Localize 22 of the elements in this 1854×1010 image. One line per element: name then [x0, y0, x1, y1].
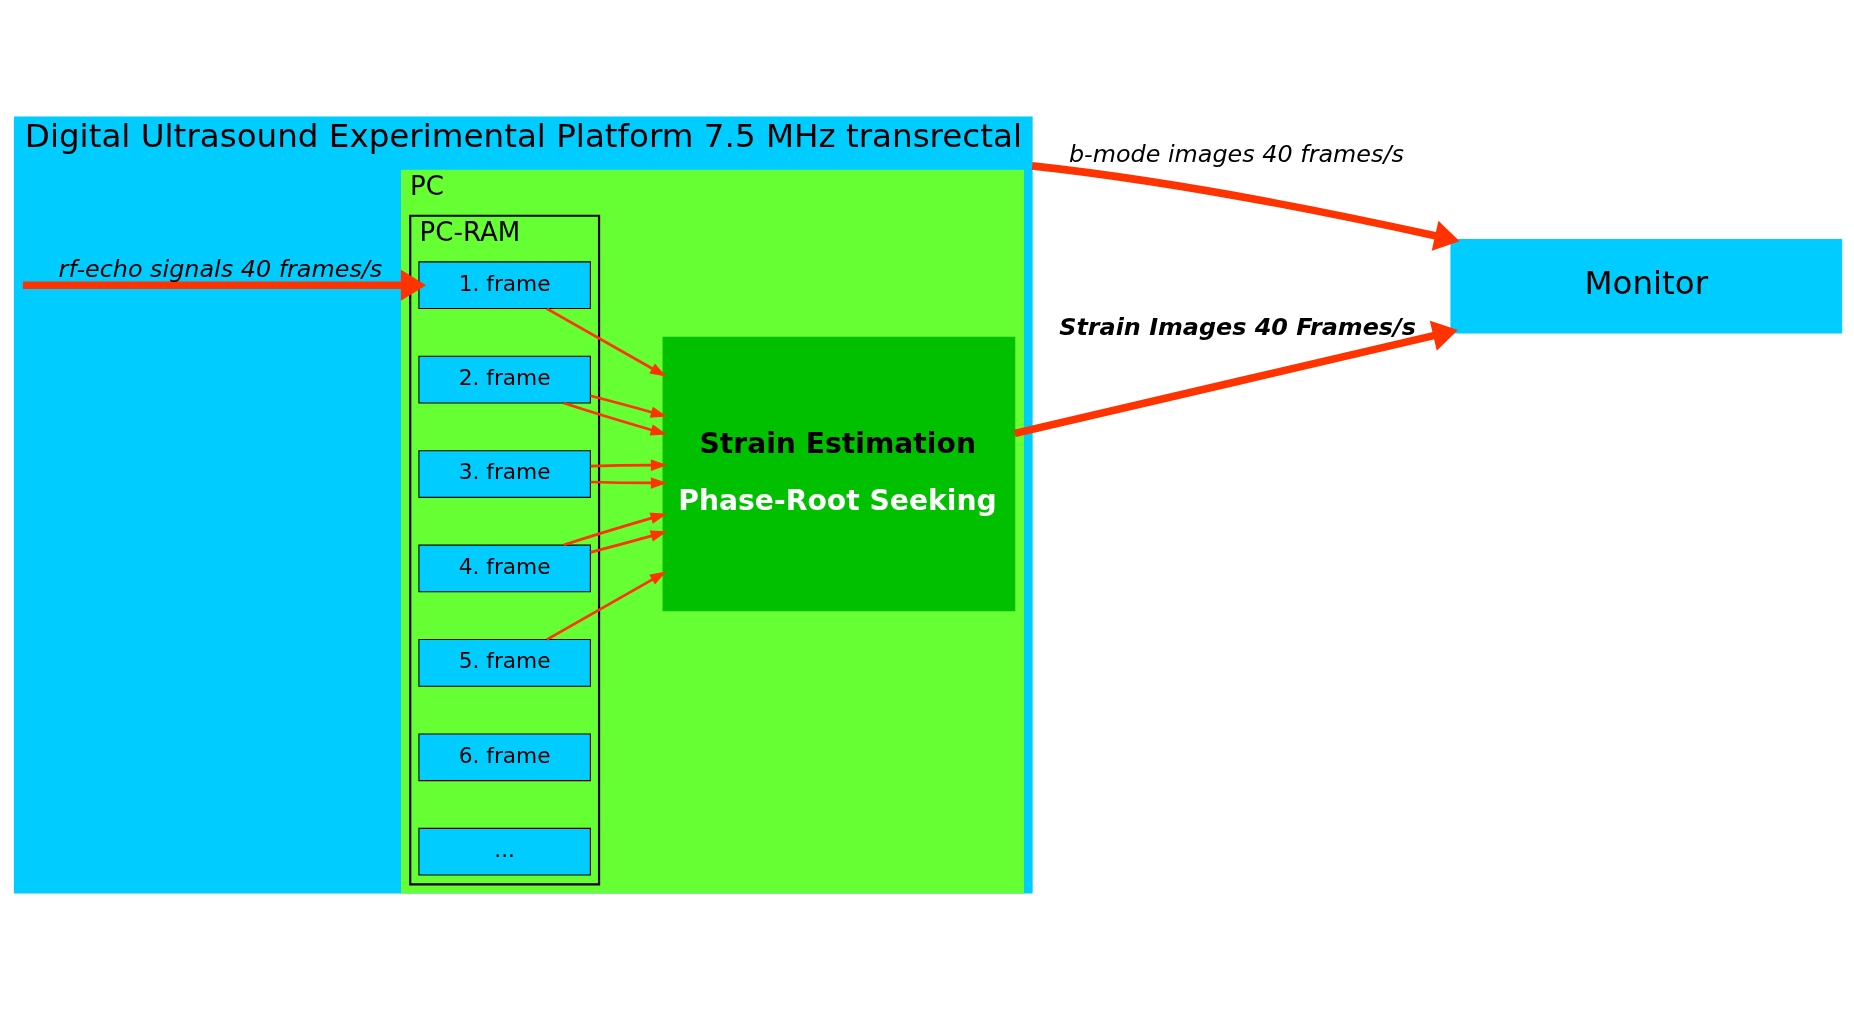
- arrow: [589, 394, 667, 418]
- node-box: 2. frame: [417, 355, 591, 404]
- arrow: [1013, 320, 1458, 438]
- arrow: [545, 307, 666, 377]
- edge-label: Strain Images 40 Frames/s: [1058, 312, 1416, 341]
- edge-label: b-mode images 40 frames/s: [1068, 140, 1404, 169]
- node-box: 5. frame: [417, 639, 591, 687]
- edge-label: rf-echo signals 40 frames/s: [58, 255, 382, 284]
- arrow: [589, 459, 667, 471]
- arrow: [562, 401, 667, 436]
- node-box: Monitor: [1449, 239, 1842, 334]
- node-box: ...: [417, 827, 591, 876]
- arrow: [589, 530, 667, 554]
- arrow: [545, 571, 666, 641]
- node-box: 6. frame: [417, 733, 591, 782]
- node-box: 1. frame: [417, 261, 591, 310]
- arrow: [589, 477, 667, 489]
- node-box: 4. frame: [417, 544, 591, 593]
- node-box: 3. frame: [417, 450, 591, 498]
- node-box: Strain Estimation Phase-Root Seeking: [662, 336, 1015, 612]
- arrow: [562, 512, 667, 547]
- arrow: [1031, 162, 1460, 251]
